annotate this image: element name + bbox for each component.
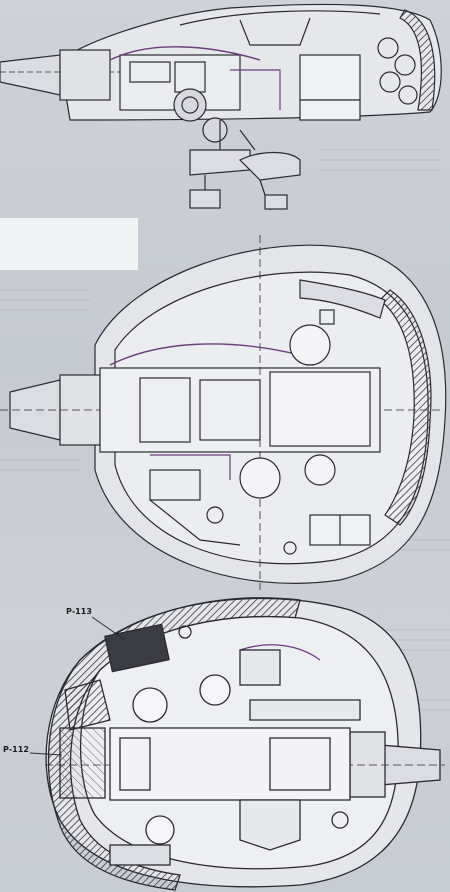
side-view-seat-assembly (189, 120, 301, 211)
side-view-gun-barrel (0, 54, 61, 96)
top-view-hatch-circle (289, 324, 331, 366)
side-view-mantlet (59, 49, 111, 101)
side-view-armor-band (399, 9, 436, 111)
turret-hatch-circle (132, 687, 168, 723)
leader-line-p113 (91, 616, 126, 641)
turret-plan-figure (29, 597, 445, 891)
turret-breech (109, 727, 351, 801)
leader-line-p112 (29, 752, 63, 756)
radio-box-p112 (59, 727, 106, 799)
side-view-figure (0, 3, 442, 211)
radio-box-p113 (104, 623, 170, 673)
turret-mantlet (349, 731, 386, 798)
side-view-ammo-box (299, 54, 361, 101)
side-view-round (377, 37, 399, 59)
top-view-armor-band (379, 289, 432, 526)
side-view-gear-icon (173, 88, 207, 122)
label-p112: Р-112 (3, 745, 29, 754)
top-view-figure (0, 235, 447, 590)
top-view-seat (239, 457, 281, 499)
turret-armor-left (47, 597, 301, 891)
label-p113: Р-113 (66, 607, 92, 616)
blank-white-box (0, 218, 138, 270)
